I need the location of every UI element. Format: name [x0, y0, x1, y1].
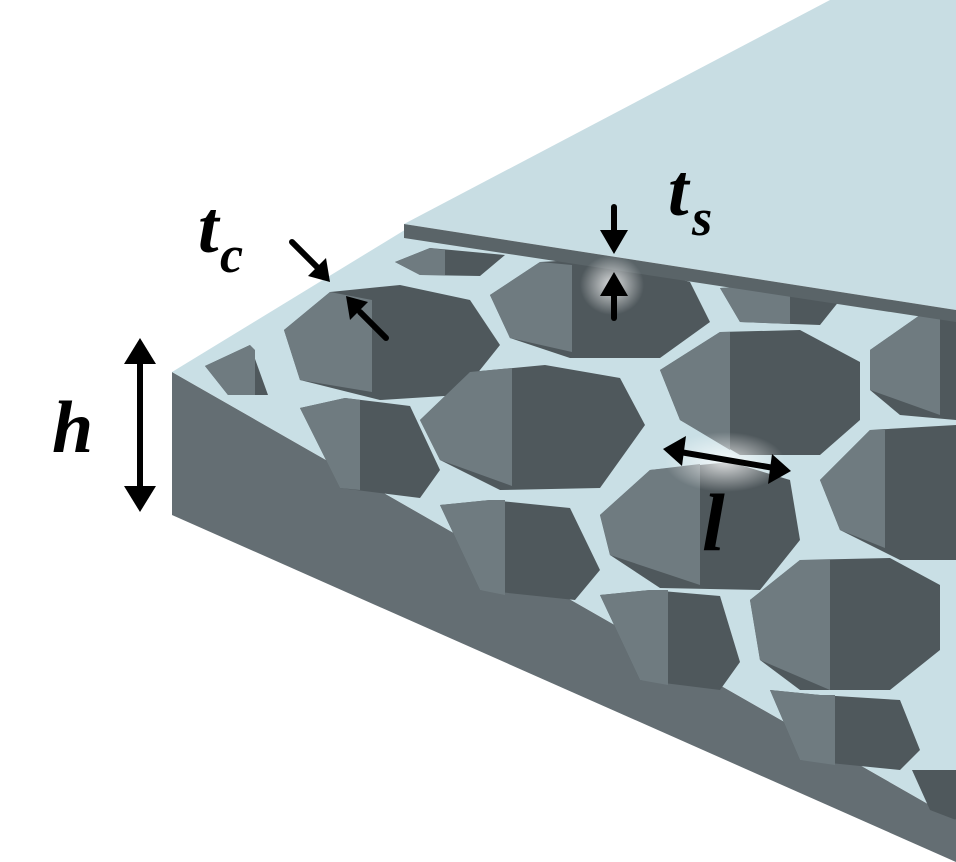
ts-label-subscript: s	[691, 190, 712, 247]
cell	[750, 558, 940, 690]
tc-dimension-arrows	[289, 239, 389, 341]
h-label: h	[52, 387, 93, 469]
cell	[770, 690, 920, 770]
ts-dimension-arrows	[600, 204, 628, 321]
cell	[300, 398, 440, 498]
cell	[600, 462, 800, 590]
cell	[205, 345, 268, 395]
cell	[600, 590, 740, 690]
l-label: l	[702, 477, 725, 568]
cell	[395, 248, 505, 276]
l-dimension-arrow	[663, 436, 791, 484]
tc-label-subscript: c	[220, 227, 243, 284]
ts-label-main: t	[668, 150, 691, 232]
cell	[440, 500, 600, 600]
honeycomb-cells	[205, 248, 956, 820]
h-dimension-arrow	[124, 338, 156, 512]
cell	[912, 770, 956, 820]
cell	[420, 365, 645, 490]
cell	[660, 330, 860, 455]
face-sheet-edge	[404, 224, 956, 322]
tc-label-main: t	[198, 187, 221, 269]
cell	[820, 425, 956, 560]
core-side-face	[172, 372, 956, 862]
cell	[870, 315, 956, 420]
face-sheet-top	[404, 0, 956, 310]
